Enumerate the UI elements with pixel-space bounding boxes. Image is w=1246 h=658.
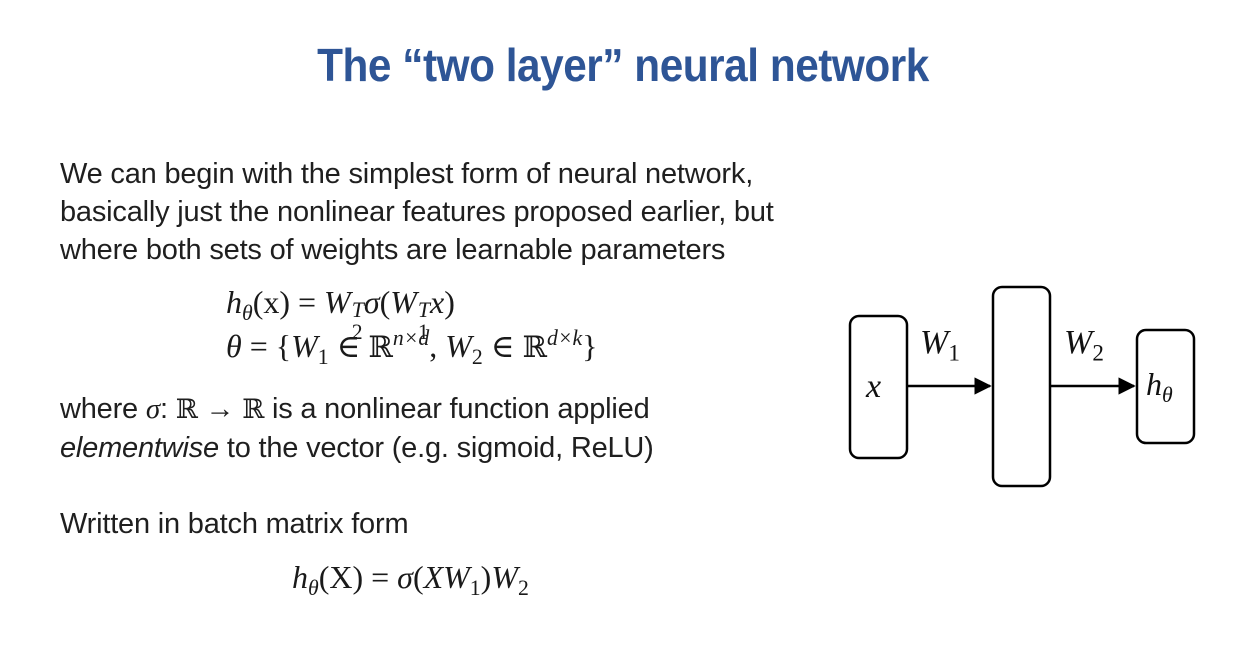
batch-paragraph: Written in batch matrix form (60, 505, 409, 543)
where-elementwise: elementwise (60, 432, 219, 464)
eq-b-w2: W (491, 559, 518, 595)
eq-b-w2-sub: 2 (517, 575, 529, 600)
where-reals-from: ℝ (175, 394, 198, 425)
output-label: hθ (1146, 366, 1173, 407)
where-line-1: where σ: ℝ → ℝ is a nonlinear function a… (60, 393, 650, 425)
eq-theta-w2-sub: 2 (471, 344, 483, 369)
eq-theta-in-1: ∈ (336, 328, 361, 364)
batch-equation: hθ(X) = σ(XW1)W2 (292, 558, 529, 599)
eq-theta-w1-sub: 1 (317, 344, 329, 369)
eq-h-arg-x: x (430, 284, 445, 320)
batch-label: Written in batch matrix form (60, 508, 409, 540)
eq-b-xw: XW (423, 559, 470, 595)
eq-theta-dim-2: d×k (546, 326, 583, 351)
eq-theta-w1: W (291, 328, 318, 364)
eq-theta-brace-close: } (582, 328, 598, 364)
eq-h-symbol: h (226, 284, 242, 320)
eq-theta-w2: W (445, 328, 472, 364)
eq-b-h-sub: θ (308, 575, 319, 600)
where-arrow: → (197, 393, 243, 425)
eq-h-open: ( (379, 284, 391, 320)
where-paragraph: where σ: ℝ → ℝ is a nonlinear function a… (60, 390, 654, 467)
eq-theta-reals-2: ℝ (522, 330, 547, 364)
hidden-layer-node (991, 285, 1052, 488)
where-line-2: elementwise to the vector (e.g. sigmoid,… (60, 432, 654, 464)
eq-b-equals: = (371, 559, 390, 595)
where-reals-to: ℝ (242, 394, 265, 425)
eq-theta-brace-open: { (275, 328, 292, 364)
eq-b-w1-sub: 1 (469, 575, 481, 600)
eq-theta-symbol: θ (226, 328, 242, 364)
eq-h-subscript: θ (242, 300, 253, 325)
eq-theta-dim-1: n×d (392, 326, 430, 351)
intro-line-2: basically just the nonlinear features pr… (60, 196, 774, 228)
eq-h-arg: (x) (252, 284, 290, 320)
slide-title: The “two layer” neural network (317, 39, 929, 91)
eq-b-sigma: σ (397, 559, 413, 595)
intro-paragraph: We can begin with the simplest form of n… (60, 155, 774, 269)
eq-theta-in-2: ∈ (490, 328, 515, 364)
eq-theta-reals-1: ℝ (368, 330, 393, 364)
eq-b-close: ) (480, 559, 492, 595)
eq-h-w2: W (324, 284, 351, 320)
input-label: x (866, 368, 882, 405)
weight2-label: W2 (1064, 324, 1104, 367)
eq-b-h: h (292, 559, 308, 595)
eq-b-open: ( (412, 559, 424, 595)
weight1-label: W1 (920, 324, 960, 367)
eq-h-w1: W (390, 284, 417, 320)
eq-h-sigma: σ (363, 284, 380, 320)
eq-theta-equals: = (249, 328, 268, 364)
where-sigma: σ (145, 393, 160, 425)
eq-h-close: ) (444, 284, 455, 320)
intro-line-3: where both sets of weights are learnable… (60, 234, 726, 266)
eq-b-arg: (X) (318, 559, 364, 595)
intro-line-1: We can begin with the simplest form of n… (60, 158, 754, 190)
eq-h-equals: = (298, 284, 317, 320)
params-equation: θ = {W1 ∈ ℝn×d, W2 ∈ ℝd×k} (226, 326, 598, 369)
eq-theta-comma: , (429, 328, 438, 364)
